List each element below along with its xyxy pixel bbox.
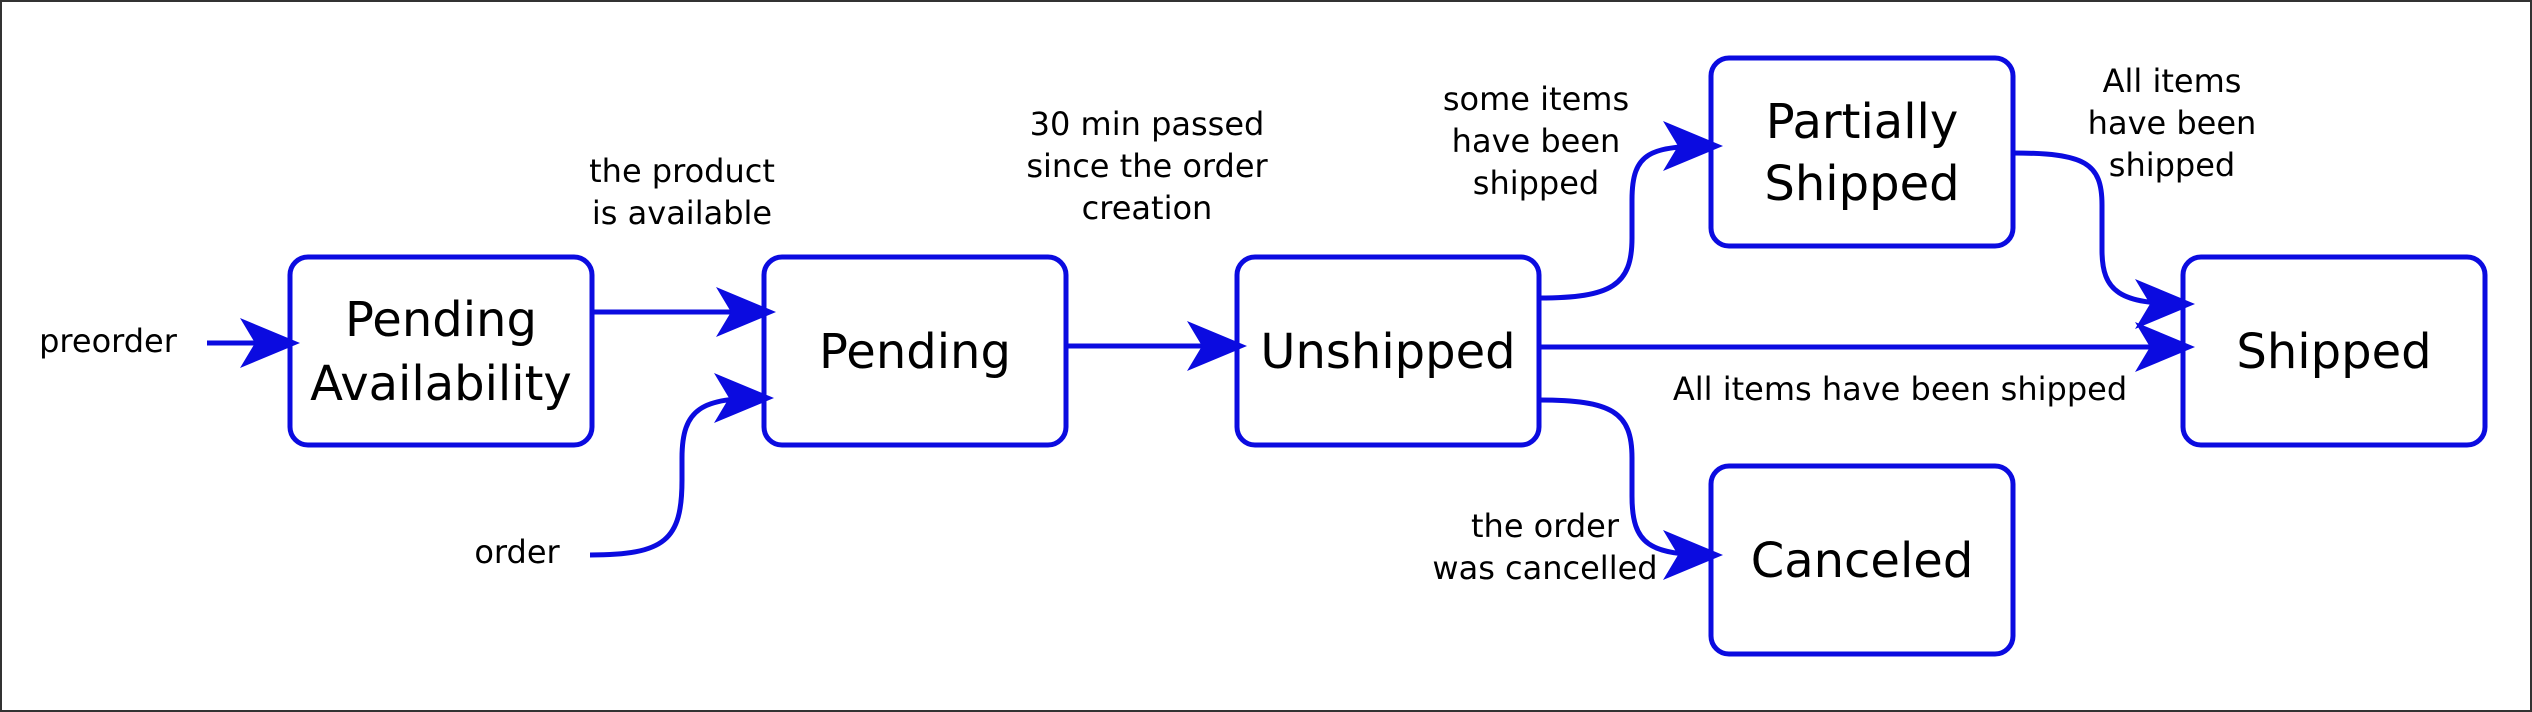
label-line: creation — [1082, 189, 1213, 227]
label-line: Shipped — [2236, 324, 2431, 380]
label-line: shipped — [2109, 146, 2235, 184]
transition-label-some-items-shipped: some items have been shipped — [1443, 80, 1629, 202]
label-line: was cancelled — [1432, 549, 1657, 587]
label-line: Availability — [310, 356, 572, 412]
state-label-shipped: Shipped — [2236, 324, 2431, 380]
label-line: Canceled — [1751, 533, 1974, 589]
label-line: preorder — [39, 322, 178, 360]
arrow-order-to-pending — [589, 373, 774, 558]
transition-label-order-cancelled: the order was cancelled — [1432, 507, 1657, 587]
label-line: the product — [589, 152, 775, 190]
label-line: have been — [2088, 104, 2257, 142]
label-line: since the order — [1026, 147, 1268, 185]
state-box-partially-shipped — [1708, 55, 2016, 249]
label-line: Pending — [345, 292, 537, 348]
state-box-pending — [761, 254, 1069, 448]
label-line: 30 min passed — [1030, 105, 1265, 143]
label-line: All items have been shipped — [1673, 370, 2127, 408]
label-line: Unshipped — [1260, 324, 1515, 380]
state-label-canceled: Canceled — [1751, 533, 1974, 589]
label-line: shipped — [1473, 164, 1599, 202]
label-line: order — [474, 533, 560, 571]
transition-label-product-available: the product is available — [589, 152, 775, 232]
transition-label-thirty-min: 30 min passed since the order creation — [1026, 105, 1268, 227]
label-line: Partially — [1766, 94, 1959, 150]
label-line: is available — [592, 194, 772, 232]
label-line: have been — [1452, 122, 1621, 160]
entry-label-preorder: preorder — [39, 322, 178, 360]
state-label-pending: Pending — [819, 324, 1011, 380]
label-line: Pending — [819, 324, 1011, 380]
arrow-unshipped-to-partially-shipped — [1538, 121, 1723, 301]
label-line: some items — [1443, 80, 1629, 118]
label-line: All items — [2103, 62, 2242, 100]
state-label-unshipped: Unshipped — [1260, 324, 1515, 380]
arrow-partially-shipped-to-shipped — [2012, 150, 2195, 329]
state-box-pending-availability — [287, 254, 595, 448]
label-line: Shipped — [1764, 156, 1959, 212]
transition-label-all-items-from-partial: All items have been shipped — [2088, 62, 2257, 184]
entry-label-order: order — [474, 533, 560, 571]
label-line: the order — [1471, 507, 1620, 545]
arrow-unshipped-to-canceled — [1538, 397, 1723, 580]
transition-label-all-items-direct: All items have been shipped — [1673, 370, 2127, 408]
